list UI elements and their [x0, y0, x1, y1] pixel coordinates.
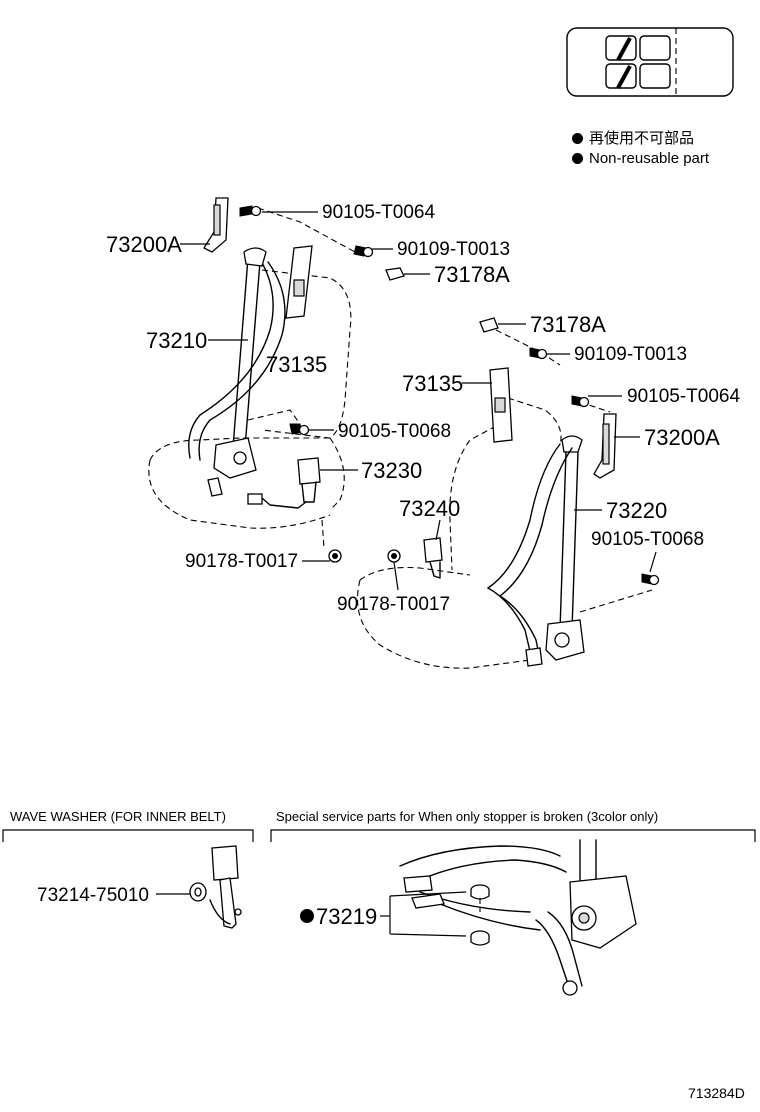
part-label-73178a-left[interactable]: 73178A	[434, 262, 510, 287]
vehicle-locator-icon	[566, 27, 734, 97]
part-label-73230[interactable]: 73230	[361, 458, 423, 483]
drawing-id: 713284D	[688, 1085, 745, 1101]
part-label-73200a-left[interactable]: 73200A	[106, 232, 182, 257]
part-label-73240[interactable]: 73240	[399, 496, 461, 521]
part-label-73178a-right[interactable]: 73178A	[530, 312, 606, 337]
part-label-90109-t0013-left[interactable]: 90109-T0013	[397, 239, 511, 260]
part-label-73220[interactable]: 73220	[606, 498, 668, 523]
clip-icon	[385, 267, 405, 281]
bolt-icon	[289, 423, 310, 436]
bolt-icon	[529, 347, 548, 360]
part-label-73200a-right[interactable]: 73200A	[644, 425, 720, 450]
stopper-button-icon	[470, 884, 490, 912]
legend-en: Non-reusable part	[572, 151, 709, 166]
clip-icon	[479, 317, 499, 333]
part-label-90105-t0064-right[interactable]: 90105-T0064	[627, 386, 741, 407]
part-label-90105-t0068-right[interactable]: 90105-T0068	[591, 529, 705, 550]
wave-washer-drawing	[156, 845, 242, 929]
bolt-icon	[353, 245, 374, 258]
stopper-button-icon	[470, 930, 490, 946]
bullet-icon	[572, 152, 583, 164]
non-reusable-mark-icon	[300, 909, 314, 924]
stopper-header: Special service parts for When only stop…	[276, 809, 659, 824]
part-label-73135-right[interactable]: 73135	[402, 371, 464, 396]
nut-icon	[328, 549, 342, 563]
legend-jp: 再使用不可部品	[572, 131, 694, 146]
nut-icon	[387, 549, 401, 563]
part-label-90109-t0013-right[interactable]: 90109-T0013	[574, 344, 688, 365]
part-label-73210[interactable]: 73210	[146, 328, 208, 353]
wave-washer-header: WAVE WASHER (FOR INNER BELT)	[10, 809, 226, 824]
leader-lines	[180, 211, 657, 591]
bottom-section-frames	[2, 829, 756, 842]
bolt-icon	[571, 395, 590, 408]
bolt-icon	[239, 205, 262, 217]
bolt-icon	[641, 573, 660, 586]
right-seat-assembly	[356, 317, 660, 669]
part-label-73219[interactable]: 73219	[300, 906, 377, 928]
washer-icon	[189, 882, 207, 902]
part-label-90105-t0064-left[interactable]: 90105-T0064	[322, 202, 436, 223]
part-label-73214-75010[interactable]: 73214-75010	[37, 885, 149, 906]
stopper-drawing	[380, 839, 637, 996]
left-seat-assembly	[148, 197, 405, 563]
part-label-90178-t0017-left[interactable]: 90178-T0017	[185, 551, 299, 572]
bullet-icon	[572, 132, 583, 144]
part-label-90105-t0068-left[interactable]: 90105-T0068	[338, 421, 452, 442]
part-label-90178-t0017-right[interactable]: 90178-T0017	[337, 594, 451, 615]
part-label-73135-left[interactable]: 73135	[266, 352, 328, 377]
